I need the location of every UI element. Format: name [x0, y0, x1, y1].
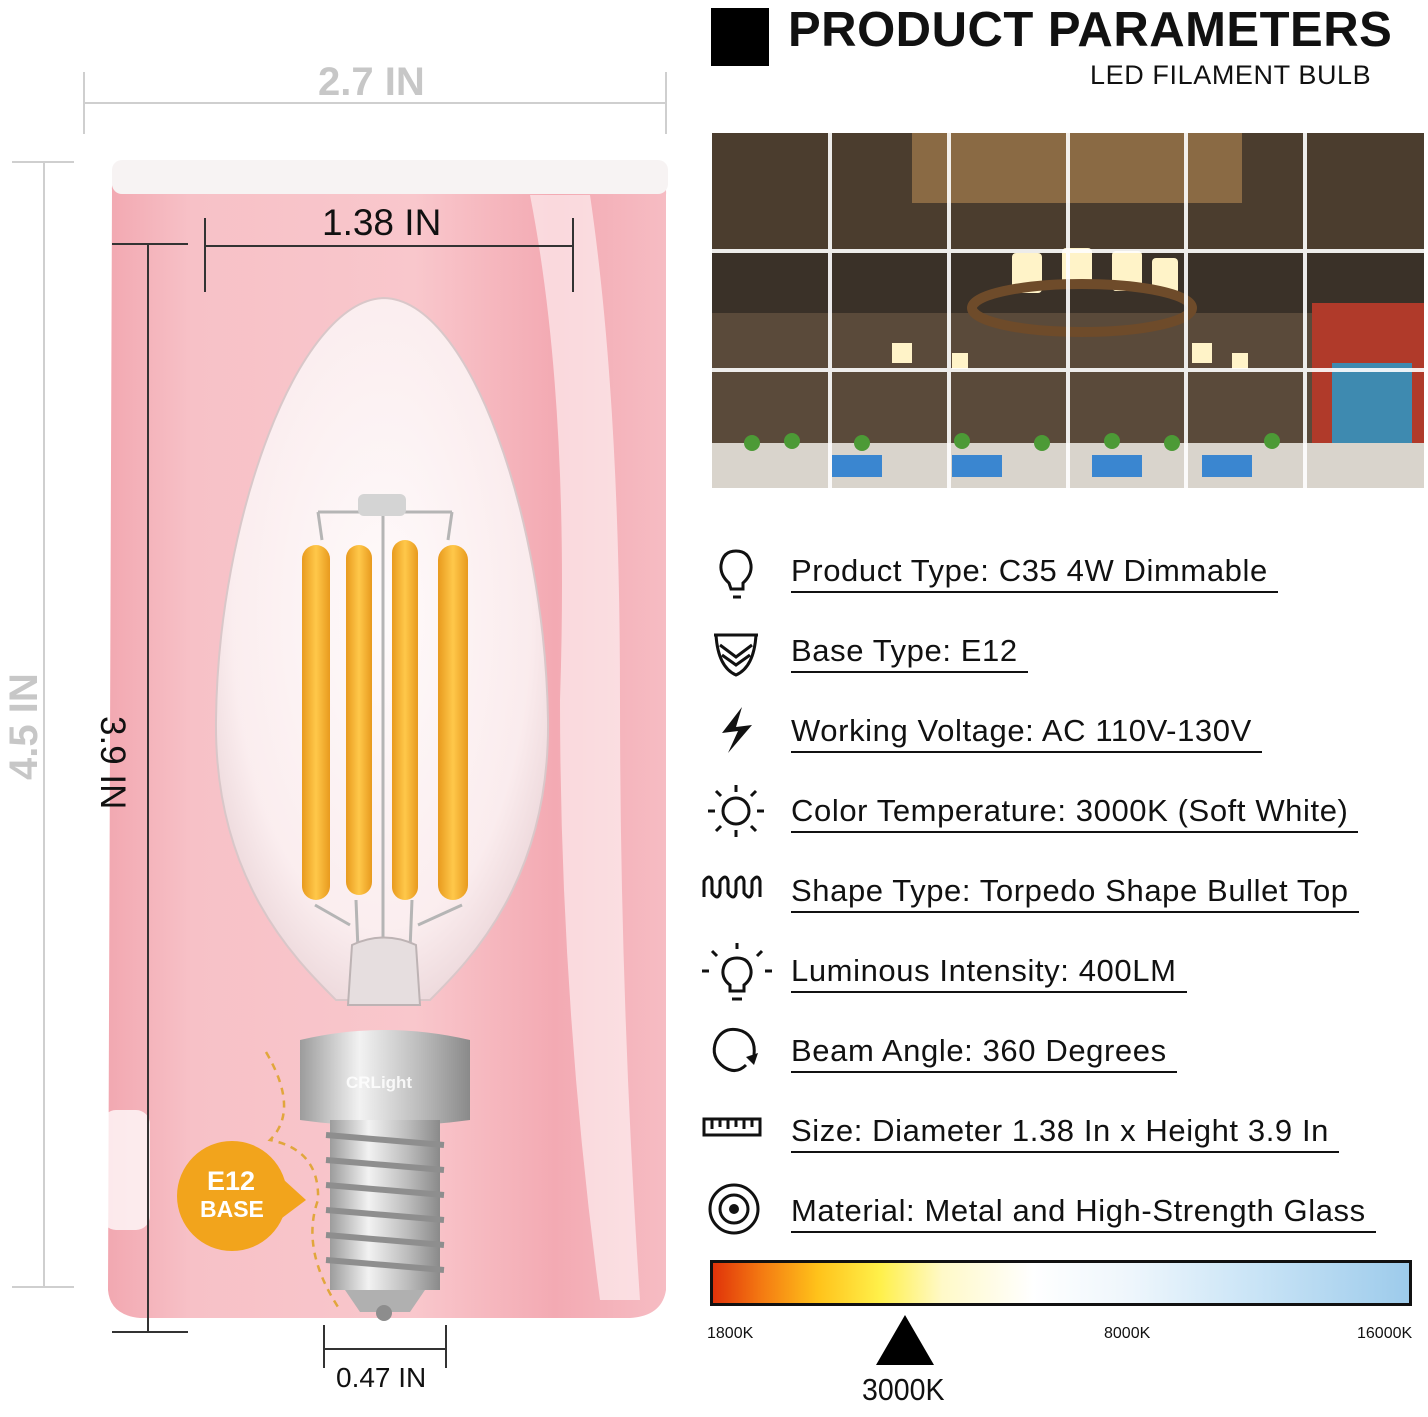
bulb-height-dimension — [112, 243, 188, 1333]
spec-label: Color Temperature: 3000K (Soft White) — [791, 793, 1359, 833]
spec-label: Product Type: C35 4W Dimmable — [791, 553, 1278, 593]
spec-label: Working Voltage: AC 110V-130V — [791, 713, 1262, 753]
can-width-label: 2.7 IN — [318, 60, 425, 104]
filament-icon — [700, 863, 772, 923]
spec-label: Luminous Intensity: 400LM — [791, 953, 1187, 993]
base-width-label: 0.47 IN — [336, 1362, 427, 1393]
spec-label: Base Type: E12 — [791, 633, 1028, 673]
target-icon — [700, 1183, 772, 1243]
restaurant-photo — [712, 133, 1424, 488]
header-square — [711, 8, 769, 66]
lightning-icon — [700, 703, 772, 763]
page-subtitle: LED FILAMENT BULB — [1090, 60, 1372, 90]
can-height-dimension — [12, 161, 74, 1288]
base-width-dimension — [323, 1325, 447, 1368]
spec-label: Material: Metal and High-Strength Glass — [791, 1193, 1376, 1233]
spec-row-color-temperature: Color Temperature: 3000K (Soft White) — [700, 783, 1420, 843]
spec-row-beam-angle: Beam Angle: 360 Degrees — [700, 1023, 1420, 1083]
base-badge — [177, 1141, 306, 1251]
spec-row-luminous-intensity: Luminous Intensity: 400LM — [700, 943, 1420, 1003]
ruler-icon — [700, 1103, 772, 1163]
color-temperature-scale — [710, 1260, 1412, 1306]
bulb-diameter-dimension — [204, 218, 574, 292]
base-badge-line1: E12 — [207, 1166, 256, 1196]
can-height-label: 4.5 IN — [2, 673, 46, 780]
e12-screw-base — [325, 1120, 445, 1321]
bulb-height-label: 3.9 IN — [93, 716, 132, 810]
can-width-dimension — [83, 72, 667, 134]
spec-row-working-voltage: Working Voltage: AC 110V-130V — [700, 703, 1420, 763]
cct-current-label: 3000K — [862, 1372, 945, 1407]
can-and-bulb-illustration — [12, 72, 668, 1368]
sun-icon — [700, 783, 772, 843]
cct-max-label: 16000K — [1357, 1325, 1413, 1342]
restaurant-scene — [712, 133, 1424, 488]
bulb-diameter-label: 1.38 IN — [322, 202, 442, 243]
rotate-icon — [700, 1023, 772, 1083]
spec-label: Beam Angle: 360 Degrees — [791, 1033, 1177, 1073]
bulb-collar — [300, 1030, 470, 1126]
cct-mid-label: 8000K — [1104, 1325, 1151, 1342]
led-filaments — [302, 540, 468, 900]
product-illustration: 2.7 IN 4.5 IN 1.38 IN 3.9 IN 0.47 IN CRL… — [0, 0, 690, 1412]
base-icon — [700, 623, 772, 683]
bulb-icon — [700, 543, 772, 603]
spec-row-size: Size: Diameter 1.38 In x Height 3.9 In — [700, 1103, 1420, 1163]
brand-mark: CRLight — [346, 1073, 413, 1092]
base-badge-line2: BASE — [200, 1196, 264, 1222]
cct-marker-triangle — [876, 1315, 934, 1365]
spec-row-material: Material: Metal and High-Strength Glass — [700, 1183, 1420, 1243]
glowing-bulb-icon — [700, 943, 772, 1003]
spec-row-shape-type: Shape Type: Torpedo Shape Bullet Top — [700, 863, 1420, 923]
cct-min-label: 1800K — [707, 1325, 754, 1342]
spec-label: Shape Type: Torpedo Shape Bullet Top — [791, 873, 1359, 913]
spec-row-product-type: Product Type: C35 4W Dimmable — [700, 543, 1420, 603]
page-title: PRODUCT PARAMETERS — [788, 3, 1393, 57]
spec-row-base-type: Base Type: E12 — [700, 623, 1420, 683]
spec-label: Size: Diameter 1.38 In x Height 3.9 In — [791, 1113, 1340, 1153]
